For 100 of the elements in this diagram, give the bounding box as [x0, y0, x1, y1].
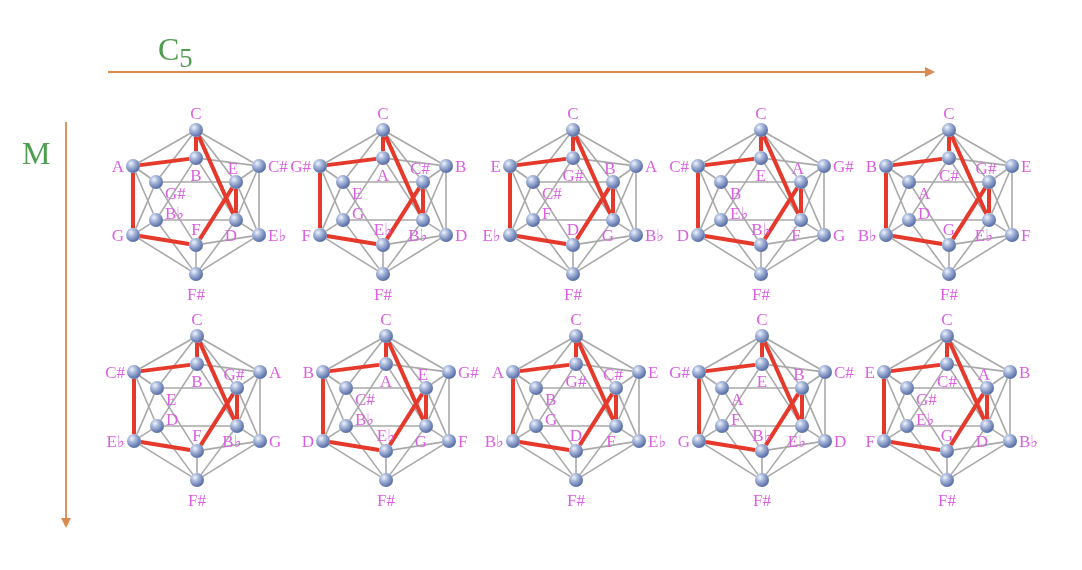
edge-line [767, 235, 818, 245]
edge-line [389, 340, 423, 384]
edge-line [346, 224, 380, 270]
edge-line [139, 338, 192, 370]
edge-line [805, 169, 820, 179]
edge-line [346, 134, 380, 178]
edge-line [582, 364, 633, 372]
edge-line [389, 235, 440, 245]
highlighted-edge-line [318, 173, 322, 228]
highlighted-edge-line [892, 234, 943, 246]
highlighted-edge-line [197, 135, 235, 215]
note-label: G [545, 410, 558, 428]
note-label: B [191, 372, 203, 390]
edge-line [201, 237, 254, 272]
edge-line [352, 425, 420, 427]
note-label: F [191, 220, 201, 238]
edge-line [579, 235, 630, 245]
note-label: E♭ [268, 226, 287, 244]
edge-line [352, 387, 420, 389]
edge-line [1011, 172, 1013, 229]
highlighted-edge-line [508, 173, 512, 228]
edge-line [536, 134, 570, 178]
highlighted-edge-line [614, 395, 618, 419]
edge-line [202, 443, 255, 478]
note-label: D [566, 220, 580, 238]
note-label: B♭ [484, 432, 504, 450]
highlighted-edge-line [326, 234, 377, 246]
note-label: C [943, 104, 955, 122]
edge-line [575, 457, 577, 474]
edge-line [134, 171, 155, 215]
note-label: B♭ [857, 226, 877, 244]
note-label: G# [975, 159, 997, 177]
edge-line [321, 171, 342, 215]
edge-line [767, 158, 818, 166]
edge-line [388, 237, 441, 272]
highlighted-edge-line [987, 189, 991, 213]
edge-line [239, 393, 258, 436]
note-label: E [864, 363, 875, 381]
edge-line [425, 187, 444, 230]
edge-line [135, 377, 156, 421]
highlighted-edge-line [950, 135, 988, 215]
edge-line [890, 169, 905, 179]
highlighted-edge-line [424, 395, 428, 419]
edge-line [886, 393, 905, 436]
note-label: G [940, 426, 954, 444]
edge-line [162, 219, 230, 221]
edge-line [135, 187, 154, 230]
note-label: B [793, 365, 805, 383]
edge-line [915, 181, 983, 183]
edge-line [536, 224, 570, 270]
note-label: C# [669, 157, 689, 175]
note-label: B [190, 166, 202, 184]
highlighted-edge-line [763, 341, 801, 421]
highlighted-edge-line [574, 343, 578, 357]
edge-line [158, 187, 194, 240]
edge-line [700, 187, 719, 230]
note-label: G [111, 226, 124, 244]
edge-line [703, 132, 756, 164]
edge-line [948, 251, 950, 268]
note-label: G [833, 226, 846, 244]
note-label: C# [268, 157, 288, 175]
note-label: G# [223, 365, 245, 383]
edge-line [203, 441, 254, 451]
highlighted-edge-line [890, 440, 941, 452]
edge-line [202, 338, 255, 370]
edge-line [910, 340, 944, 384]
note-label: C [941, 310, 953, 328]
edge-line [138, 375, 153, 385]
note-label: B♭ [165, 204, 185, 222]
highlighted-edge-line [519, 362, 570, 374]
note-label: F# [938, 491, 956, 509]
note-label: D [975, 432, 989, 450]
highlighted-edge-line [516, 156, 567, 168]
note-label: G [677, 432, 690, 450]
edge-line [159, 224, 193, 270]
note-label: A [645, 157, 658, 175]
edge-line [578, 132, 631, 164]
edge-line [511, 171, 532, 215]
highlighted-edge-line [949, 392, 985, 447]
edge-line [725, 340, 759, 384]
edge-line [199, 224, 233, 270]
edge-line [699, 171, 720, 215]
edge-line [349, 369, 383, 421]
note-label: C# [105, 363, 125, 381]
edge-line [915, 219, 983, 221]
edge-line [518, 338, 571, 370]
edge-line [539, 219, 607, 221]
note-label: F# [940, 285, 958, 303]
edge-line [237, 171, 258, 215]
edge-line [635, 172, 637, 229]
edge-line [950, 340, 984, 384]
edge-line [952, 134, 986, 178]
edge-line [238, 187, 257, 230]
edge-line [392, 441, 443, 451]
edge-line [724, 224, 758, 270]
edge-line [136, 393, 155, 436]
note-label: B♭ [752, 426, 772, 444]
note-label: C [567, 104, 579, 122]
note-label: B [455, 157, 467, 175]
note-label: G# [165, 184, 186, 202]
